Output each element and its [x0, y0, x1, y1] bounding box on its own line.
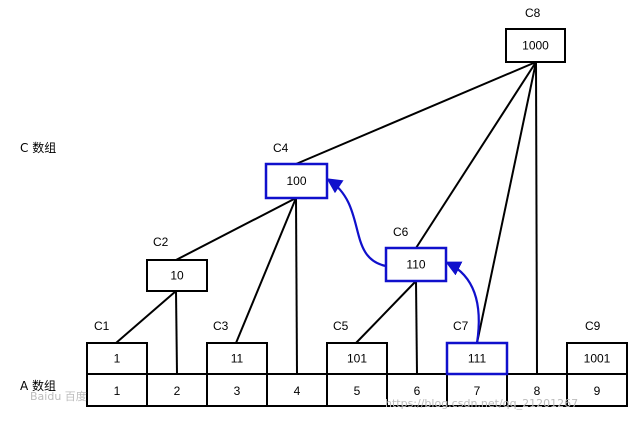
c-node-box: [384, 246, 448, 283]
c-node-value: 10: [170, 269, 184, 283]
a-array-label: A 数组: [20, 378, 56, 393]
a-cell-2: [146, 373, 208, 407]
c-node-name: C3: [213, 319, 229, 333]
a-cell-value: 5: [354, 384, 361, 398]
c-node-c7: C7 111: [445, 319, 509, 376]
c-node-c8: C8 1000: [505, 6, 566, 63]
c-node-box: [264, 162, 329, 200]
arrow-c6-to-c4: [326, 178, 387, 268]
c-node-name: C2: [153, 235, 169, 249]
c-node-box: [505, 28, 566, 63]
c-node-value: 110: [406, 258, 425, 272]
a-cell-value: 8: [534, 384, 541, 398]
c-node-value: 100: [286, 174, 306, 188]
c-node-c2: C2 10: [146, 235, 208, 292]
c-array-label: C 数组: [20, 140, 56, 155]
c-node-name: C5: [333, 319, 349, 333]
edge-c4-c3: [235, 197, 297, 344]
c-node-box: [86, 342, 148, 375]
c-node-c4: C4 100: [264, 141, 329, 200]
edge-c8-a8: [535, 61, 538, 375]
a-cell-8: [506, 373, 568, 407]
edge-c8-c6: [415, 61, 537, 249]
a-cell-value: 2: [174, 384, 181, 398]
edge-c8-c7: [476, 61, 537, 344]
edge-c2-c1: [115, 290, 177, 344]
a-cell-value: 4: [294, 384, 301, 398]
c-node-box: [146, 259, 208, 292]
edge-c4-c2: [175, 197, 297, 261]
c-node-box: [566, 342, 628, 375]
a-cell-7: [446, 373, 508, 407]
c-node-name: C7: [453, 319, 469, 333]
c-node-box: [206, 342, 268, 375]
c-node-value: 1000: [522, 39, 549, 53]
c-node-c3: C3 11: [206, 319, 268, 375]
c-node-value: 1001: [584, 352, 611, 366]
a-cell-value: 1: [114, 384, 121, 398]
c-node-c6: C6 110: [384, 225, 448, 283]
c-node-name: C9: [585, 319, 601, 333]
c-node-c1: C1 1: [86, 319, 148, 375]
c-node-c9: C9 1001: [566, 319, 628, 375]
c-node-value: 1: [114, 352, 121, 366]
c-node-name: C4: [273, 141, 289, 155]
a-array-row: 1 2 3 4 5 6 7 8 9: [86, 373, 628, 407]
edge-c2-a2: [175, 290, 178, 375]
c-node-box: [445, 341, 509, 376]
tree-edges: [115, 61, 538, 375]
highlight-arrows: [326, 178, 480, 344]
a-cell-value: 9: [594, 384, 601, 398]
edge-c6-c5: [355, 280, 417, 344]
c-node-value: 111: [468, 352, 487, 366]
edge-c4-a4: [295, 197, 298, 375]
c-node-value: 101: [347, 352, 367, 366]
arrow-c7-to-c6: [445, 261, 480, 344]
watermark-left: Baidu 百度: [30, 389, 87, 403]
edge-c8-c4: [295, 61, 537, 165]
c-node-name: C6: [393, 225, 409, 239]
a-cell-1: [86, 373, 148, 407]
c-node-c5: C5 101: [326, 319, 388, 375]
c-node-box: [326, 342, 388, 375]
watermark-right: https://blog.csdn.net/qq_21201267: [385, 397, 578, 410]
a-cell-4: [266, 373, 328, 407]
c-node-value: 11: [231, 352, 244, 366]
c-node-name: C1: [94, 319, 110, 333]
a-cell-value: 7: [474, 384, 481, 398]
edge-c6-a6: [415, 280, 418, 375]
a-cell-value: 3: [234, 384, 241, 398]
c-node-name: C8: [525, 6, 541, 20]
a-cell-value: 6: [414, 384, 421, 398]
